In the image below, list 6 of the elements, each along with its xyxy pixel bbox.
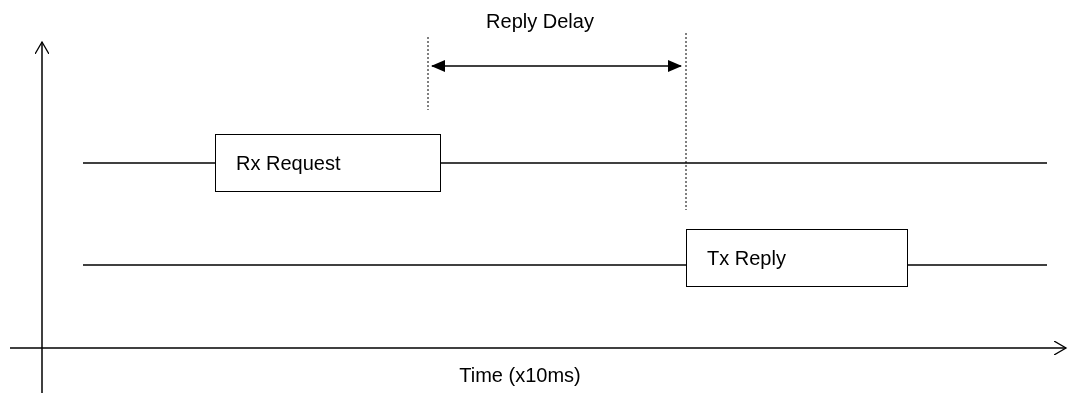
box-label: Rx Request xyxy=(236,151,341,175)
axis-title: Time (x10ms) xyxy=(459,364,581,387)
box-label: Tx Reply xyxy=(707,246,786,270)
signal-box xyxy=(215,134,441,192)
signal-box xyxy=(686,229,908,287)
dimension-label: Reply Delay xyxy=(486,10,594,33)
